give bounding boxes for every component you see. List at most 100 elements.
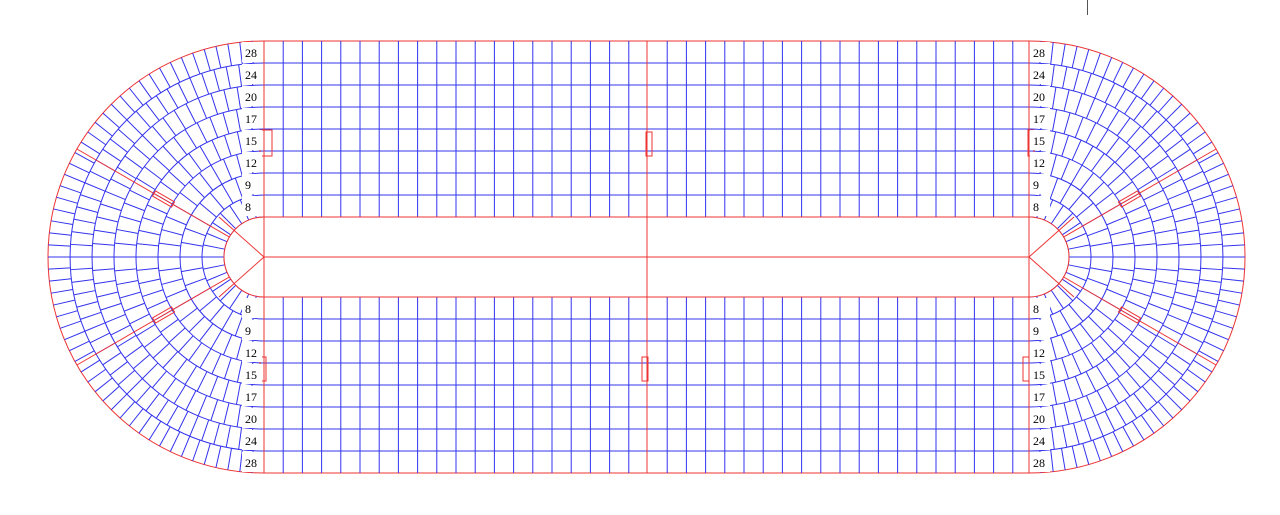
seat-divider — [1140, 414, 1155, 434]
row-label: 28 — [1033, 46, 1045, 60]
seat-divider — [1150, 155, 1169, 170]
seat-divider — [1171, 148, 1191, 162]
seat-divider — [136, 243, 159, 247]
seat-divider — [1050, 338, 1057, 360]
seat-divider — [199, 145, 212, 166]
seat-divider — [1059, 310, 1072, 330]
seat-divider — [1089, 241, 1112, 247]
seat-divider — [94, 377, 113, 393]
seat-divider — [1061, 278, 1081, 292]
seat-divider — [1082, 49, 1090, 71]
seat-divider — [74, 152, 95, 164]
seat-divider — [1178, 243, 1201, 246]
row-label-bg — [242, 86, 262, 106]
seat-divider — [203, 49, 211, 71]
row-label-bg — [242, 130, 262, 150]
seat-divider — [80, 311, 102, 320]
row-label: 17 — [245, 390, 257, 404]
seat-divider — [70, 243, 93, 247]
seat-divider — [1102, 57, 1113, 78]
seat-divider — [1116, 378, 1131, 397]
seat-divider — [179, 192, 198, 207]
seat-divider — [1126, 370, 1142, 389]
seat-divider — [49, 232, 72, 236]
seat-divider — [148, 73, 162, 94]
seat-divider — [1071, 353, 1082, 375]
seat-divider — [96, 291, 119, 298]
row-label-bg — [1030, 452, 1050, 472]
seat-divider — [138, 414, 153, 434]
seat-divider — [1142, 144, 1161, 160]
seat-divider — [239, 42, 243, 65]
seat-divider — [100, 302, 122, 311]
seat-divider — [203, 244, 225, 250]
seat-divider — [1074, 116, 1084, 138]
seat-divider — [1088, 316, 1105, 333]
seat-divider — [210, 164, 223, 185]
seat-divider — [173, 358, 188, 378]
row-label-bg — [242, 64, 262, 84]
entrance-marker — [645, 131, 653, 157]
seat-divider — [1112, 62, 1124, 83]
seat-divider — [1157, 370, 1176, 386]
seat-divider — [1081, 348, 1094, 369]
seat-divider — [1050, 154, 1057, 176]
seat-divider — [136, 267, 159, 271]
seat-divider — [215, 446, 222, 468]
seat-divider — [203, 264, 225, 270]
seat-divider — [1187, 322, 1209, 332]
row-label: 15 — [1033, 368, 1045, 382]
row-label: 17 — [245, 112, 257, 126]
seat-divider — [1131, 73, 1145, 94]
seat-divider — [1052, 109, 1058, 132]
seat-divider — [148, 420, 162, 441]
row-label: 17 — [1033, 390, 1045, 404]
seat-divider — [1183, 170, 1204, 182]
seat-divider — [180, 57, 191, 78]
seat-divider — [1110, 229, 1132, 236]
seat-divider — [1154, 228, 1177, 234]
seat-divider — [1087, 227, 1109, 237]
seat-divider — [1174, 291, 1197, 298]
seat-divider — [213, 423, 220, 445]
row-label-bg — [242, 430, 262, 450]
seat-divider — [1171, 352, 1191, 366]
seat-divider — [145, 102, 160, 121]
seat-divider — [64, 173, 85, 184]
seat-divider — [1203, 340, 1224, 352]
seat-divider — [1074, 376, 1084, 398]
seat-divider — [1221, 232, 1244, 236]
seat-divider — [1183, 332, 1204, 344]
seat-divider — [59, 320, 82, 329]
row-label: 8 — [1033, 302, 1039, 316]
seat-divider — [1142, 110, 1158, 129]
row-label-bg — [1030, 430, 1050, 450]
entrance-marker — [641, 356, 649, 382]
aisle-marker — [151, 190, 176, 208]
seat-divider — [89, 170, 110, 182]
seat-divider — [221, 310, 234, 330]
seat-divider — [1197, 290, 1220, 296]
seat-divider — [1149, 87, 1165, 106]
seat-divider — [162, 378, 177, 397]
seat-divider — [1208, 173, 1229, 184]
seat-divider — [169, 431, 181, 452]
seat-divider — [188, 153, 203, 172]
seat-divider — [1114, 405, 1127, 426]
seat-divider — [48, 267, 71, 270]
seat-divider — [56, 310, 78, 318]
seat-divider — [1165, 361, 1184, 376]
seat-divider — [50, 220, 73, 225]
seat-divider — [199, 348, 212, 369]
seat-divider — [236, 154, 243, 176]
seat-divider — [142, 216, 164, 225]
seat-divider — [235, 382, 241, 405]
seat-divider — [1133, 393, 1148, 412]
seat-divider — [1081, 145, 1094, 166]
seat-divider — [1165, 138, 1184, 153]
seat-divider — [1157, 128, 1176, 144]
seat-divider — [1059, 184, 1072, 204]
seat-divider — [209, 116, 219, 138]
seat-divider — [1079, 323, 1094, 342]
seat-divider — [209, 192, 225, 210]
